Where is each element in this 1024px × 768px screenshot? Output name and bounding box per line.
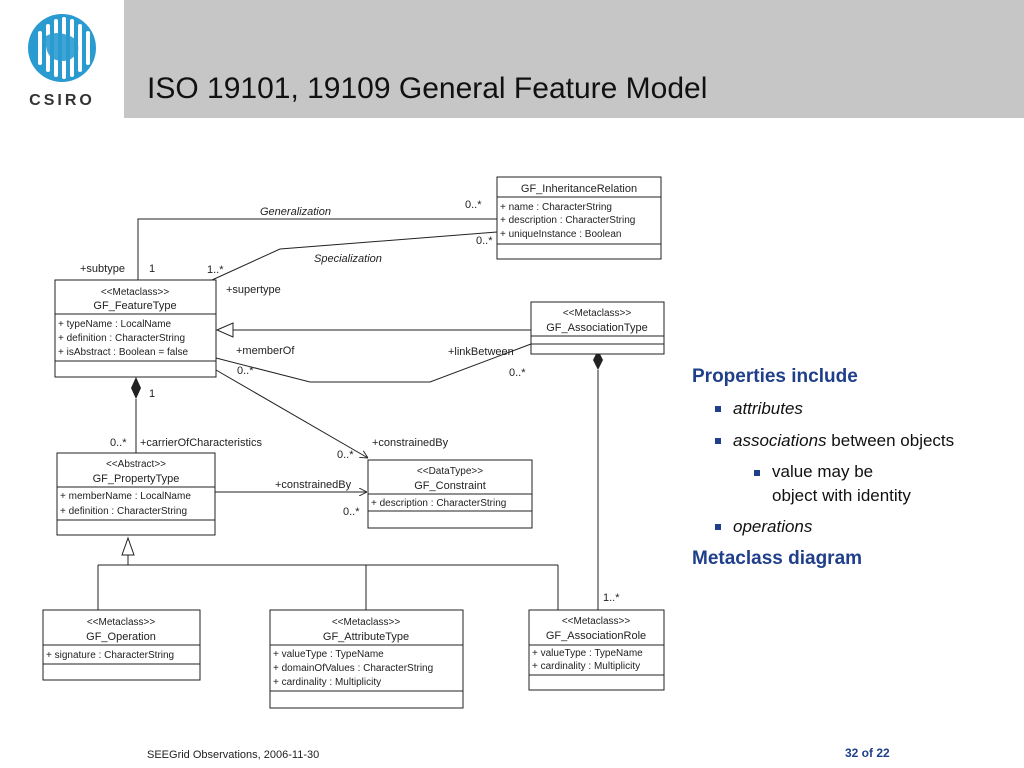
page-number: 32 of 22 xyxy=(845,746,890,760)
multiplicity-label: 0..* xyxy=(476,235,493,247)
multiplicity-label: 1..* xyxy=(207,264,224,276)
class-attr: + domainOfValues : CharacterString xyxy=(273,663,433,674)
class-stereotype: <<Abstract>> xyxy=(106,459,166,470)
multiplicity-label: 0..* xyxy=(343,506,360,518)
class-stereotype: <<Metaclass>> xyxy=(87,617,156,628)
class-attr: + definition : CharacterString xyxy=(58,333,185,344)
class-stereotype: <<Metaclass>> xyxy=(332,617,401,628)
class-gf-inheritancerelation: GF_InheritanceRelation + name : Characte… xyxy=(496,176,662,260)
bullet-attributes: attributes xyxy=(692,396,1012,422)
bullet-associations: associations between objects xyxy=(692,428,1012,454)
value-line-2: object with identity xyxy=(772,486,911,505)
role-label: +memberOf xyxy=(236,345,295,357)
footer-text: SEEGrid Observations, 2006-11-30 xyxy=(147,749,320,761)
page-title: ISO 19101, 19109 General Feature Model xyxy=(147,72,708,105)
class-stereotype: <<Metaclass>> xyxy=(562,616,631,627)
square-bullet-icon xyxy=(715,524,721,530)
class-name: GF_Constraint xyxy=(414,480,486,492)
multiplicity-label: 0..* xyxy=(337,449,354,461)
multiplicity-label: 0..* xyxy=(237,365,254,377)
metaclass-heading: Metaclass diagram xyxy=(692,548,863,569)
associations-text: associations xyxy=(733,431,827,450)
composition-diamond-assoc xyxy=(593,350,603,370)
class-stereotype: <<DataType>> xyxy=(417,466,483,477)
csiro-logo: CSIRO xyxy=(0,0,124,118)
class-attr: + signature : CharacterString xyxy=(46,650,174,661)
generalization-line xyxy=(137,218,497,280)
class-name: GF_AssociationRole xyxy=(546,630,646,642)
class-gf-operation: <<Metaclass>> GF_Operation + signature :… xyxy=(42,609,201,681)
multiplicity-label: 1 xyxy=(149,263,155,275)
between-text: between objects xyxy=(826,431,955,450)
class-attr: + description : CharacterString xyxy=(500,215,635,226)
role-label: +subtype xyxy=(80,263,125,275)
constrainedby-top-line xyxy=(215,369,368,458)
class-name: GF_Operation xyxy=(86,631,156,643)
role-label: +linkBetween xyxy=(448,346,514,358)
role-label: +supertype xyxy=(226,284,281,296)
class-gf-attributetype: <<Metaclass>> GF_AttributeType + valueTy… xyxy=(269,609,464,709)
class-attr: + description : CharacterString xyxy=(371,498,506,509)
class-attr: + cardinality : Multiplicity xyxy=(532,661,640,672)
operations-text: operations xyxy=(733,517,813,536)
bullet-value: value may be object with identity xyxy=(692,460,1012,508)
class-gf-associationtype: <<Metaclass>> GF_AssociationType xyxy=(530,301,665,355)
class-attr: + name : CharacterString xyxy=(500,202,612,213)
class-gf-featuretype: <<Metaclass>> GF_FeatureType + typeName … xyxy=(54,279,217,378)
class-attr: + cardinality : Multiplicity xyxy=(273,677,381,688)
class-attr: + isAbstract : Boolean = false xyxy=(58,347,189,358)
class-name: GF_FeatureType xyxy=(93,300,176,312)
square-bullet-icon xyxy=(715,406,721,412)
class-name: GF_PropertyType xyxy=(93,473,180,485)
title-bar xyxy=(124,0,1024,118)
class-attr: + uniqueInstance : Boolean xyxy=(500,229,621,240)
square-bullet-icon xyxy=(754,470,760,476)
class-gf-constraint: <<DataType>> GF_Constraint + description… xyxy=(367,459,533,529)
inherit-triangle-property xyxy=(121,536,135,556)
class-name: GF_InheritanceRelation xyxy=(521,183,637,195)
specialization-label: Specialization xyxy=(314,253,382,265)
class-attr: + valueType : TypeName xyxy=(532,648,643,659)
properties-panel: Properties include attributes associatio… xyxy=(692,362,1012,574)
attributes-text: attributes xyxy=(733,399,803,418)
multiplicity-label: 0..* xyxy=(465,199,482,211)
uml-diagram: GF_InheritanceRelation + name : Characte… xyxy=(42,176,665,709)
properties-heading: Properties include xyxy=(692,366,858,387)
multiplicity-label: 1 xyxy=(149,388,155,400)
composition-diamond-feature xyxy=(131,377,141,399)
multiplicity-label: 0..* xyxy=(110,437,127,449)
square-bullet-icon xyxy=(715,438,721,444)
role-label: +constrainedBy xyxy=(275,479,352,491)
role-label: +constrainedBy xyxy=(372,437,449,449)
inherit-triangle-feature xyxy=(215,322,234,338)
specialization-line xyxy=(211,231,498,281)
bullet-operations: operations xyxy=(692,514,1012,540)
multiplicity-label: 0..* xyxy=(509,367,526,379)
logo-text: CSIRO xyxy=(29,92,95,109)
class-stereotype: <<Metaclass>> xyxy=(101,287,170,298)
class-gf-associationrole: <<Metaclass>> GF_AssociationRole + value… xyxy=(528,609,665,691)
role-label: +carrierOfCharacteristics xyxy=(140,437,262,449)
memberof-line xyxy=(215,343,532,383)
value-line-1: value may be xyxy=(772,462,874,481)
class-name: GF_AttributeType xyxy=(323,631,409,643)
class-gf-propertytype: <<Abstract>> GF_PropertyType + memberNam… xyxy=(56,452,216,536)
class-attr: + definition : CharacterString xyxy=(60,506,187,517)
class-attr: + typeName : LocalName xyxy=(58,319,172,330)
generalization-label: Generalization xyxy=(260,206,331,218)
class-attr: + memberName : LocalName xyxy=(60,491,191,502)
class-name: GF_AssociationType xyxy=(546,322,648,334)
class-attr: + valueType : TypeName xyxy=(273,649,384,660)
multiplicity-label: 1..* xyxy=(603,592,620,604)
class-stereotype: <<Metaclass>> xyxy=(563,308,632,319)
